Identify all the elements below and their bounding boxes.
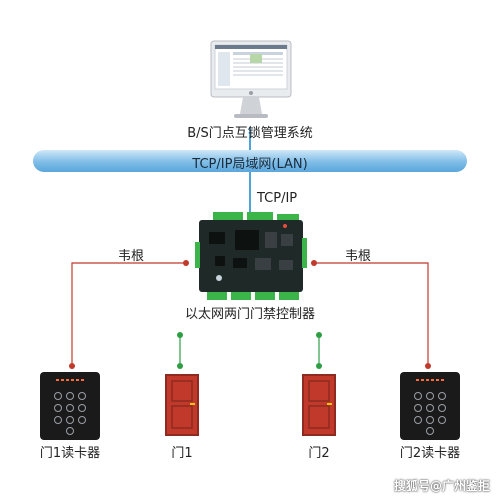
- wiegand-right-link: [311, 260, 431, 369]
- watermark: 搜狐号@广州鉴拒: [393, 479, 490, 493]
- system-label: B/S门点互锁管理系统: [187, 126, 313, 141]
- lan-bar: [33, 150, 467, 172]
- controller-board-icon: [195, 212, 307, 300]
- wiegand-left-link: [69, 260, 189, 369]
- wiegand-right-label: 韦根: [345, 249, 372, 264]
- door-1-icon: [165, 374, 199, 436]
- door2-link: [316, 332, 322, 369]
- computer-icon: [210, 40, 292, 118]
- door-2-icon: [302, 374, 336, 436]
- door1-label: 门1: [171, 446, 193, 461]
- wiegand-left-label: 韦根: [118, 249, 145, 264]
- card-reader-2-icon: [400, 372, 460, 440]
- door2-label: 门2: [308, 446, 330, 461]
- card-reader-1-icon: [40, 372, 100, 440]
- lan-label: TCP/IP局域网(LAN): [192, 157, 308, 172]
- door1-link: [177, 332, 183, 369]
- tcpip-label: TCP/IP: [257, 191, 298, 206]
- reader1-label: 门1读卡器: [39, 446, 101, 461]
- controller-label: 以太网两门门禁控制器: [184, 307, 316, 322]
- reader2-label: 门2读卡器: [399, 446, 461, 461]
